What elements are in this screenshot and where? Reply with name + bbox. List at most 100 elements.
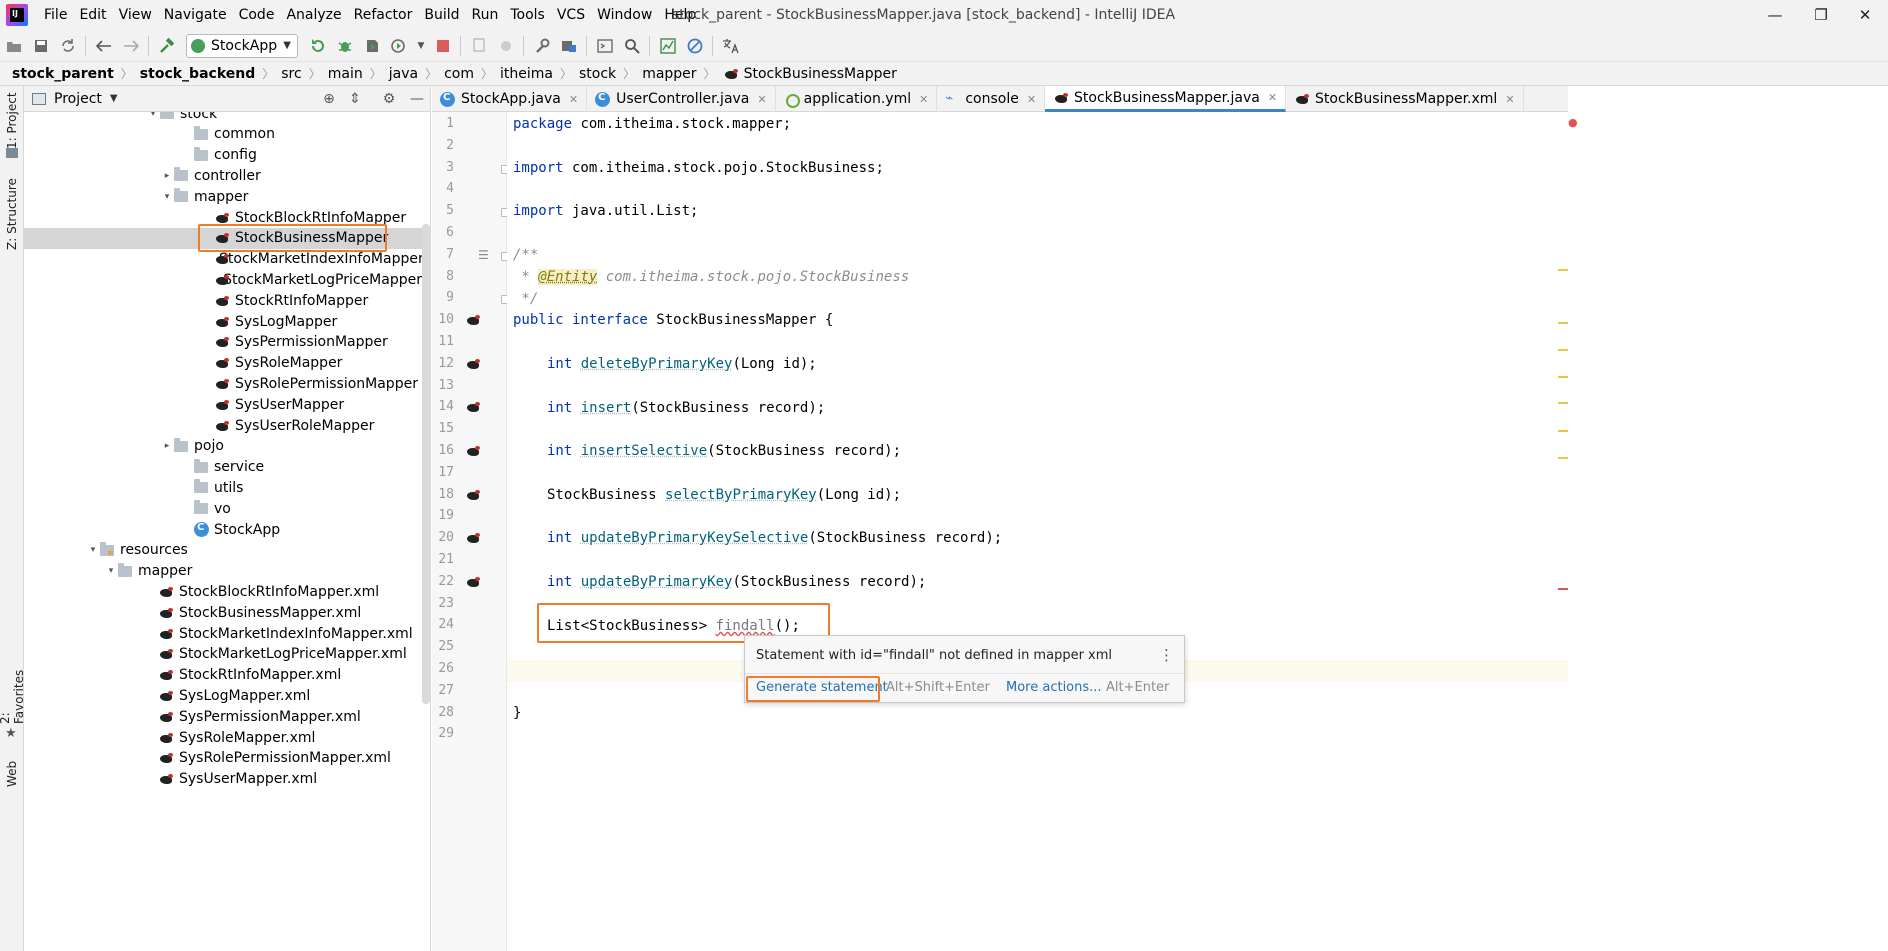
- gear-icon[interactable]: ⚙: [382, 91, 396, 107]
- more-options-icon[interactable]: ⋮: [1159, 646, 1174, 664]
- mybatis-navigate-icon[interactable]: [466, 314, 482, 326]
- tree-item[interactable]: SysPermissionMapper: [24, 332, 422, 353]
- error-stripe[interactable]: [1558, 588, 1568, 590]
- tree-item[interactable]: StockBusinessMapper.xml: [24, 602, 422, 623]
- tree-item[interactable]: StockMarketIndexInfoMapper.xml: [24, 623, 422, 644]
- menu-window[interactable]: Window: [597, 7, 653, 23]
- editor-tab[interactable]: StockBusinessMapper.java✕: [1045, 86, 1287, 112]
- chevron-down-icon[interactable]: ▼: [109, 93, 118, 104]
- tree-item[interactable]: StockRtInfoMapper.xml: [24, 665, 422, 686]
- tree-item[interactable]: ▾mapper: [24, 561, 422, 582]
- mybatis-navigate-icon[interactable]: [466, 532, 482, 544]
- tree-item[interactable]: StockRtInfoMapper: [24, 290, 422, 311]
- tree-item[interactable]: StockBusinessMapper: [24, 227, 422, 249]
- tree-item[interactable]: SysLogMapper: [24, 311, 422, 332]
- close-window-button[interactable]: ✕: [1858, 6, 1872, 24]
- tree-item[interactable]: SysRolePermissionMapper.xml: [24, 748, 422, 769]
- attach-debugger-icon[interactable]: [469, 36, 489, 56]
- debug-bug-icon[interactable]: [335, 36, 355, 56]
- favorites-tool-tab[interactable]: 2: Favorites: [0, 662, 26, 724]
- breadcrumb-item[interactable]: main: [327, 65, 363, 82]
- tree-item[interactable]: SysRolePermissionMapper: [24, 373, 422, 394]
- menu-file[interactable]: File: [44, 7, 68, 23]
- tree-item[interactable]: SysLogMapper.xml: [24, 685, 422, 706]
- web-tool-tab[interactable]: Web: [0, 754, 24, 794]
- breadcrumb-item[interactable]: java: [388, 65, 419, 82]
- warning-stripe[interactable]: [1558, 430, 1568, 432]
- close-tab-icon[interactable]: ✕: [919, 92, 929, 106]
- breadcrumb-item[interactable]: itheima: [500, 65, 553, 82]
- breadcrumb-item[interactable]: StockBusinessMapper: [743, 65, 897, 82]
- breadcrumb-item[interactable]: stock: [579, 65, 617, 82]
- no-symbol-icon[interactable]: [685, 36, 705, 56]
- build-hammer-icon[interactable]: [157, 36, 177, 56]
- editor-tab[interactable]: UserController.java✕: [587, 86, 776, 112]
- tree-item[interactable]: SysPermissionMapper.xml: [24, 706, 422, 727]
- warning-stripe[interactable]: [1558, 322, 1568, 324]
- collapsed-arrow-icon[interactable]: ▸: [164, 170, 170, 181]
- breadcrumb-item[interactable]: src: [281, 65, 302, 82]
- mybatis-navigate-icon[interactable]: [466, 489, 482, 501]
- tree-item[interactable]: SysUserRoleMapper: [24, 415, 422, 436]
- save-icon[interactable]: [31, 36, 51, 56]
- warning-stripe[interactable]: [1558, 376, 1568, 378]
- minimize-button[interactable]: —: [1767, 6, 1783, 24]
- expanded-arrow-icon[interactable]: ▾: [164, 191, 170, 202]
- menu-help[interactable]: Help: [664, 7, 697, 23]
- warning-stripe[interactable]: [1558, 402, 1568, 404]
- tree-item[interactable]: vo: [24, 498, 422, 519]
- tree-item[interactable]: StockMarketLogPriceMapper.xml: [24, 644, 422, 665]
- tree-item[interactable]: StockApp: [24, 519, 422, 540]
- warning-stripe[interactable]: [1558, 457, 1568, 459]
- mybatis-navigate-icon[interactable]: [466, 576, 482, 588]
- tree-item[interactable]: ▾stock: [24, 112, 422, 124]
- code-editor[interactable]: package com.itheima.stock.mapper; import…: [507, 112, 1568, 951]
- back-arrow-icon[interactable]: [94, 36, 114, 56]
- menu-code[interactable]: Code: [238, 7, 275, 23]
- tree-item[interactable]: SysUserMapper: [24, 394, 422, 415]
- error-method-name[interactable]: findall: [715, 618, 775, 634]
- breadcrumb-item[interactable]: com: [444, 65, 474, 82]
- editor-tab[interactable]: application.yml✕: [776, 86, 938, 112]
- collapsed-arrow-icon[interactable]: ▸: [164, 441, 170, 452]
- tree-item[interactable]: SysRoleMapper.xml: [24, 727, 422, 748]
- close-tab-icon[interactable]: ✕: [1505, 92, 1515, 106]
- editor-tab[interactable]: StockApp.java✕: [432, 86, 588, 112]
- breadcrumb-item[interactable]: mapper: [642, 65, 697, 82]
- menu-run[interactable]: Run: [471, 7, 499, 23]
- menu-view[interactable]: View: [118, 7, 152, 23]
- tree-item[interactable]: service: [24, 457, 422, 478]
- mybatis-navigate-icon[interactable]: [466, 445, 482, 457]
- tree-item[interactable]: StockMarketIndexInfoMapper: [24, 249, 422, 270]
- stop-icon[interactable]: [433, 36, 453, 56]
- tree-item[interactable]: SysRoleMapper: [24, 353, 422, 374]
- warning-stripe[interactable]: [1558, 269, 1568, 271]
- tree-item[interactable]: config: [24, 145, 422, 166]
- structure-tool-tab[interactable]: Z: Structure: [0, 178, 24, 250]
- statistic-chart-icon[interactable]: [658, 36, 678, 56]
- tree-item[interactable]: ▸pojo: [24, 436, 422, 457]
- tree-item[interactable]: StockMarketLogPriceMapper: [24, 269, 422, 290]
- tree-item[interactable]: SysUserMapper.xml: [24, 769, 422, 790]
- hide-panel-icon[interactable]: —: [410, 91, 424, 107]
- project-tool-tab[interactable]: 1: Project: [0, 92, 24, 150]
- profiler-icon[interactable]: [389, 36, 409, 56]
- forward-arrow-icon[interactable]: [121, 36, 141, 56]
- run-configuration-dropdown[interactable]: StockApp ▼: [186, 33, 298, 58]
- sync-icon[interactable]: [58, 36, 78, 56]
- rerun-icon[interactable]: [308, 36, 328, 56]
- project-tree-scrollbar[interactable]: [422, 224, 430, 704]
- locate-target-icon[interactable]: ⊕: [323, 91, 335, 107]
- tree-item[interactable]: ▾resources: [24, 540, 422, 561]
- more-actions-link[interactable]: More actions...: [1006, 680, 1102, 695]
- close-tab-icon[interactable]: ✕: [1267, 91, 1278, 104]
- project-structure-icon[interactable]: [559, 36, 579, 56]
- menu-edit[interactable]: Edit: [79, 7, 107, 23]
- restore-button[interactable]: ❐: [1814, 6, 1828, 24]
- breadcrumb-item[interactable]: stock_parent: [12, 65, 114, 82]
- expanded-arrow-icon[interactable]: ▾: [150, 112, 156, 119]
- open-folder-icon[interactable]: [4, 36, 24, 56]
- breadcrumb-item[interactable]: stock_backend: [139, 65, 256, 82]
- tree-item[interactable]: ▸controller: [24, 165, 422, 186]
- run-with-coverage-icon[interactable]: [362, 36, 382, 56]
